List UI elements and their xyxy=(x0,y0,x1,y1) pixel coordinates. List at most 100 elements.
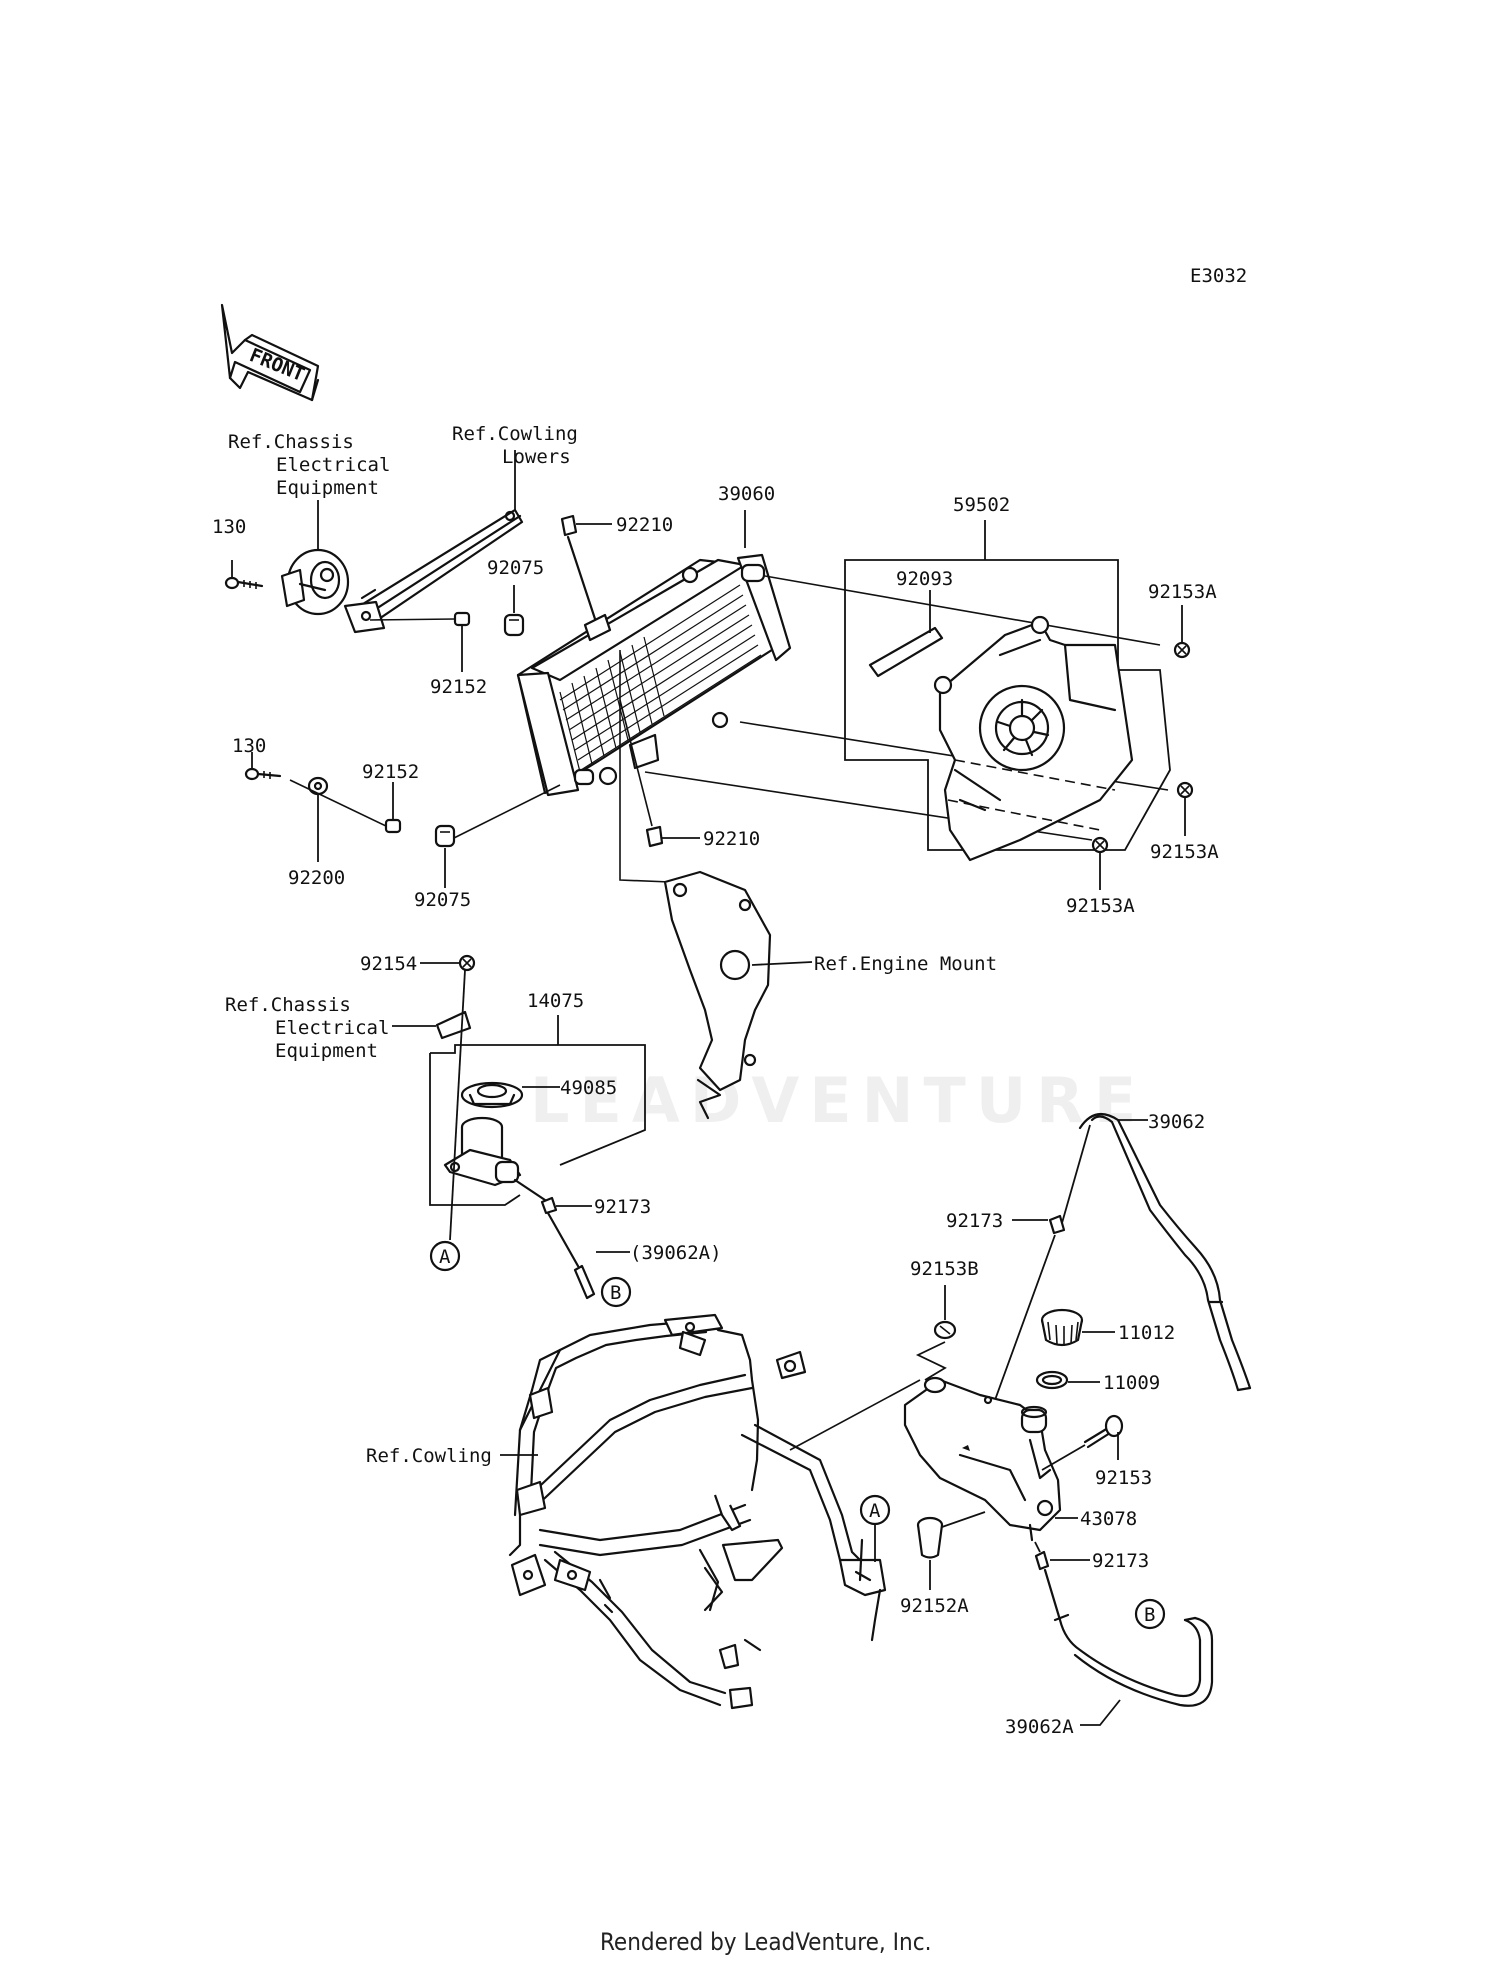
label-92075-bottom: 92075 xyxy=(414,889,471,911)
cowling-stay-frame xyxy=(508,1313,887,1710)
collar-92152-mid xyxy=(384,818,402,834)
radiator-39060 xyxy=(516,553,792,797)
clamp-92173-a xyxy=(540,1196,558,1215)
ref-chassis-top-line2: Electrical xyxy=(276,454,390,476)
group-box-14075-left xyxy=(429,1053,521,1206)
label-92153A-1: 92153A xyxy=(1148,581,1217,603)
gasket-11009-inner xyxy=(1041,1374,1063,1386)
horn-assembly xyxy=(280,548,350,616)
hose-39062A xyxy=(1043,1568,1214,1707)
label-39062A: 39062A xyxy=(1005,1716,1074,1738)
ref-chassis-top-line3: Equipment xyxy=(276,477,379,499)
bolt-92153B-guide xyxy=(915,1341,947,1381)
label-92153: 92153 xyxy=(1095,1467,1152,1489)
label-92153B: 92153B xyxy=(910,1258,979,1280)
clamp-92173-b xyxy=(1048,1214,1066,1235)
collar-92152A-guide xyxy=(941,1511,986,1528)
marker-a-left-label: A xyxy=(439,1246,451,1268)
washer-92200 xyxy=(307,776,329,796)
label-92093: 92093 xyxy=(896,568,953,590)
gasket-11009 xyxy=(1035,1370,1069,1390)
marker-b-left: B xyxy=(600,1276,632,1308)
line-clamp-b-to-tank xyxy=(994,1234,1056,1401)
bolt-92153A-1 xyxy=(1173,641,1191,659)
radiator-to-bottom-clip-line xyxy=(619,699,653,827)
label-49085: 49085 xyxy=(560,1077,617,1099)
label-92173-a: 92173 xyxy=(594,1196,651,1218)
line-neck-to-clamp xyxy=(513,1178,547,1202)
ref-chassis-mid-line2: Electrical xyxy=(275,1017,389,1039)
fan-shroud xyxy=(933,615,1134,862)
guide-line-collar-top xyxy=(369,618,456,621)
grommet-92075-bottom xyxy=(434,824,456,848)
ref-chassis-top-line1: Ref.Chassis xyxy=(228,431,354,453)
clip-92210-bottom xyxy=(645,825,664,848)
ref-cowling: Ref.Cowling xyxy=(366,1445,492,1467)
strip-92093 xyxy=(868,626,944,678)
label-92200: 92200 xyxy=(288,867,345,889)
line-92154-to-A xyxy=(449,969,466,1241)
cowling-stay-bracket xyxy=(343,508,524,634)
engine-mount-bracket xyxy=(663,870,772,1120)
filler-neck xyxy=(443,1116,522,1187)
guide-line-collar-mid xyxy=(289,779,387,827)
marker-b-right: B xyxy=(1134,1598,1166,1630)
marker-b-left-label: B xyxy=(610,1282,621,1304)
ref-cowling-lowers-line2: Lowers xyxy=(502,446,571,468)
tank-outlet-guide xyxy=(1034,1541,1041,1553)
label-130-bottom: 130 xyxy=(232,735,266,757)
bolt-92153-guide xyxy=(1041,1444,1086,1471)
reservoir-cap-11012 xyxy=(1040,1308,1084,1347)
label-92153A-3: 92153A xyxy=(1066,895,1135,917)
clamp-92173-c xyxy=(1034,1550,1050,1571)
front-arrow-icon: FRONT xyxy=(220,303,320,402)
footer-rendered-by: Rendered by LeadVenture, Inc. xyxy=(600,1928,931,1956)
frame-to-tank-guide xyxy=(789,1379,921,1451)
bolt-92153A-3 xyxy=(1091,836,1109,854)
line-clamp-to-hose xyxy=(546,1211,580,1268)
screw-130-top xyxy=(224,576,264,590)
engine-mount-leader-path xyxy=(619,650,671,883)
guide-line-rad-fan-top xyxy=(764,575,1161,646)
clip-92210-top xyxy=(560,514,578,537)
bolt-92153 xyxy=(1083,1414,1124,1449)
leader-39062A xyxy=(1080,1699,1121,1726)
dashed-line-1 xyxy=(954,759,1116,791)
label-92210-top: 92210 xyxy=(616,514,673,536)
radiator-cap-49085 xyxy=(460,1081,524,1109)
label-92154: 92154 xyxy=(360,953,417,975)
label-92173-c: 92173 xyxy=(1092,1550,1149,1572)
ref-chassis-mid-line3: Equipment xyxy=(275,1040,378,1062)
clamp-ref-chassis-mid xyxy=(435,1010,472,1040)
collar-92152A xyxy=(916,1516,944,1559)
label-130-top: 130 xyxy=(212,516,246,538)
marker-b-right-label: B xyxy=(1144,1604,1155,1626)
dashed-line-2 xyxy=(947,799,1101,831)
label-14075: 14075 xyxy=(527,990,584,1012)
watermark: LEADVENTURE xyxy=(530,1064,1146,1137)
label-11009: 11009 xyxy=(1103,1372,1160,1394)
group-box-59502 xyxy=(844,559,1171,851)
label-59502: 59502 xyxy=(953,494,1010,516)
hose-39062-lead xyxy=(1059,1124,1091,1231)
bolt-92154 xyxy=(458,954,476,972)
ref-engine-mount: Ref.Engine Mount xyxy=(814,953,997,975)
label-39060: 39060 xyxy=(718,483,775,505)
diagram-code: E3032 xyxy=(1190,265,1247,287)
bolt-92153A-2 xyxy=(1176,781,1194,799)
marker-a-left: A xyxy=(429,1240,461,1272)
label-43078: 43078 xyxy=(1080,1508,1137,1530)
screw-130-bottom xyxy=(244,767,282,781)
hose-stub-39062A xyxy=(573,1264,596,1300)
label-39062A-paren: (39062A) xyxy=(630,1242,722,1264)
guide-line-grommet-bottom xyxy=(453,784,561,839)
label-92210-bottom: 92210 xyxy=(703,828,760,850)
marker-a-right-label: A xyxy=(869,1500,881,1522)
ref-cowling-lowers-line1: Ref.Cowling xyxy=(452,423,578,445)
radiator-to-clip-line xyxy=(566,535,600,630)
label-92173-b: 92173 xyxy=(946,1210,1003,1232)
collar-92152-top xyxy=(453,611,471,627)
label-92152-mid: 92152 xyxy=(362,761,419,783)
washer-92200-hole xyxy=(313,781,323,791)
